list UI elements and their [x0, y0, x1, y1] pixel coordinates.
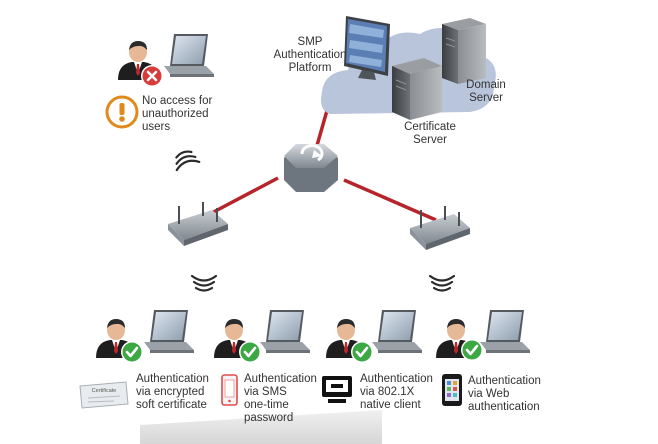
wifi-signal-left-icon — [190, 274, 218, 292]
wifi-signal-right-icon — [428, 274, 456, 292]
smp-platform-monitor-icon — [344, 16, 390, 80]
method-label-web: Authentication via Web authentication — [468, 375, 541, 413]
domain-server-icon — [442, 18, 486, 84]
smp-platform-label: SMP Authentication Platform — [273, 36, 347, 74]
check-icon — [119, 339, 145, 365]
authorized-user-1 — [96, 310, 194, 365]
method-label-8021x: Authentication via 802.1X native client — [360, 373, 433, 411]
authorized-user-4 — [436, 310, 530, 363]
floor-panel — [140, 410, 382, 444]
domain-server-label: Domain Server — [466, 79, 506, 104]
certificate-server-icon — [392, 58, 442, 120]
mobile-phone-icon — [221, 374, 238, 406]
certificate-icon: Certificate — [79, 381, 129, 409]
authorized-user-3 — [326, 310, 422, 365]
check-icon — [349, 339, 375, 365]
computer-monitor-icon — [322, 376, 352, 403]
wifi-signal-top-icon — [170, 147, 201, 172]
certificate-server-label: Certificate Server — [404, 121, 456, 146]
method-label-sms: Authentication via SMS one-time password — [244, 373, 317, 424]
method-label-certificate: Authentication via encrypted soft certif… — [136, 373, 209, 411]
certificate-badge-text: Certificate — [92, 388, 117, 394]
unauthorized-user — [118, 34, 214, 87]
authorized-user-2 — [214, 310, 310, 365]
smartphone-icon — [442, 374, 462, 406]
no-access-label: No access for unauthorized users — [142, 95, 213, 133]
central-switch-icon — [284, 144, 338, 192]
warning-icon — [105, 95, 139, 129]
check-icon — [237, 339, 263, 365]
deny-icon — [141, 65, 163, 87]
check-icon — [459, 337, 485, 363]
